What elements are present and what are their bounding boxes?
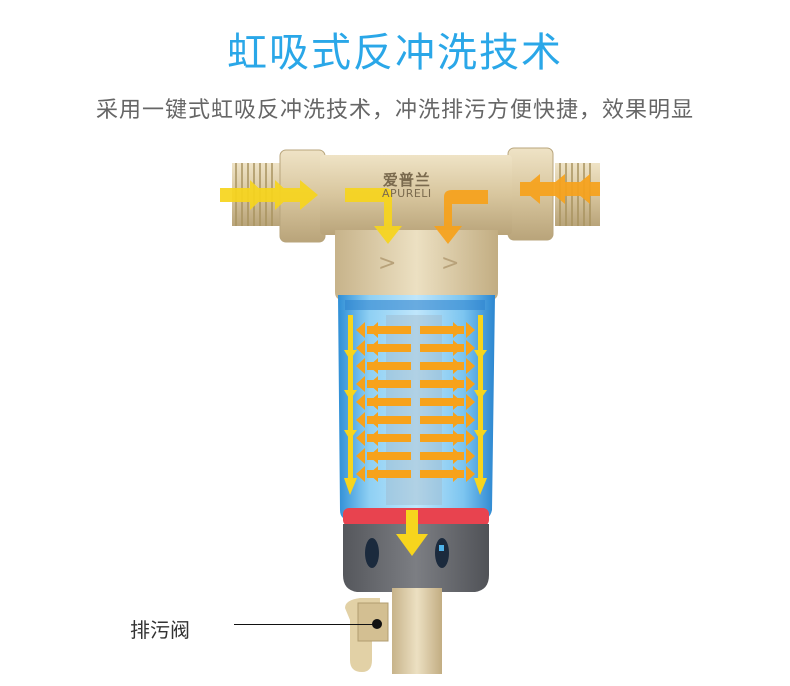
drain-valve-stem [392, 588, 442, 674]
callout-leader-line [234, 624, 379, 625]
brand-logo: 爱普兰 APURELI [382, 172, 432, 200]
brass-body [320, 155, 512, 235]
drain-valve-label: 排污阀 [130, 618, 190, 642]
callout-dot [372, 619, 382, 629]
svg-text:>: > [378, 251, 396, 276]
svg-text:>: > [441, 251, 459, 276]
brand-name-cn: 爱普兰 [382, 171, 431, 189]
inlet-arrows [220, 180, 402, 244]
downflow-arrows [344, 315, 487, 556]
outlet-arrows [434, 174, 600, 244]
page-subtitle: 采用一键式虹吸反冲洗技术，冲洗排污方便快捷，效果明显 [95, 98, 694, 123]
page-title: 虹吸式反冲洗技术 [227, 30, 563, 76]
drain-cap [343, 524, 489, 592]
brand-name-en: APURELI [382, 187, 432, 200]
backflush-arrows [356, 322, 475, 482]
